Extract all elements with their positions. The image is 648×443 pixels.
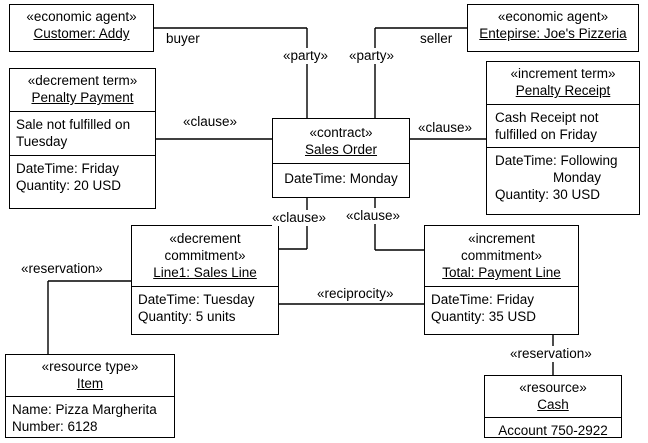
penalty-payment-desc-1: Sale not fulfilled on <box>16 117 131 132</box>
sales-line-attr-1: DateTime: Tuesday <box>138 292 255 307</box>
cash-stereotype: «resource» <box>519 380 587 395</box>
enterprise-name: Entepirse: Joe's Pizzeria <box>479 26 627 41</box>
cash-name: Cash <box>537 397 569 412</box>
clause-label-bottom-right: «clause» <box>346 208 401 224</box>
clause-label-bottom-left: «clause» <box>272 210 327 226</box>
penalty-receipt-attr-2: Monday <box>552 170 601 185</box>
penalty-payment-desc-2: Tuesday <box>16 134 68 149</box>
item-attr-2: Number: 6128 <box>12 419 98 434</box>
buyer-role-label: buyer <box>166 31 200 46</box>
item-attr-1: Name: Pizza Margherita <box>12 402 157 417</box>
payment-line-box: «increment commitment» Total: Payment Li… <box>424 225 579 335</box>
penalty-receipt-stereotype: «increment term» <box>510 66 616 81</box>
item-name: Item <box>76 376 104 391</box>
sales-line-box: «decrement commitment» Line1: Sales Line… <box>131 225 279 335</box>
contract-box: «contract» Sales Order DateTime: Monday <box>272 118 410 198</box>
clause-label-left: «clause» <box>183 114 238 129</box>
sales-line-attr-2: Quantity: 5 units <box>138 309 236 324</box>
contract-attr-1: DateTime: Monday <box>284 171 398 186</box>
clause-label-right: «clause» <box>418 120 473 135</box>
sales-line-stereotype-1: «decrement <box>169 231 241 246</box>
party-label-right: «party» <box>349 48 395 64</box>
penalty-payment-attr-1: DateTime: Friday <box>16 161 120 176</box>
sales-line-name: Line1: Sales Line <box>153 265 257 280</box>
customer-name: Customer: Addy <box>33 26 130 41</box>
reciprocity-label: «reciprocity» <box>317 286 394 301</box>
customer-agent-box: «economic agent» Customer: Addy <box>9 4 154 52</box>
item-stereotype: «resource type» <box>41 359 139 374</box>
customer-stereotype: «economic agent» <box>26 9 137 24</box>
enterprise-agent-box: «economic agent» Entepirse: Joe's Pizzer… <box>467 4 639 52</box>
payment-line-stereotype-1: «increment <box>468 231 535 246</box>
payment-line-attr-1: DateTime: Friday <box>431 292 535 307</box>
cash-attr-1: Account 750-2922 <box>498 423 608 438</box>
reservation-label-left: «reservation» <box>21 261 103 276</box>
penalty-receipt-desc-2: fulfilled on Friday <box>495 127 598 142</box>
contract-stereotype: «contract» <box>309 125 373 140</box>
penalty-receipt-attr-3: Quantity: 30 USD <box>495 187 601 202</box>
payment-line-stereotype-2: commitment» <box>460 248 543 263</box>
payment-line-name: Total: Payment Line <box>442 265 561 280</box>
seller-role-label: seller <box>420 31 453 46</box>
payment-line-attr-2: Quantity: 35 USD <box>431 309 537 324</box>
penalty-receipt-attr-1: DateTime: Following <box>495 153 618 168</box>
cash-resource-box: «resource» Cash Account 750-2922 <box>484 375 622 438</box>
penalty-receipt-name: Penalty Receipt <box>515 83 611 98</box>
enterprise-stereotype: «economic agent» <box>497 9 609 24</box>
penalty-payment-stereotype: «decrement term» <box>27 73 138 88</box>
penalty-receipt-desc-1: Cash Receipt not <box>495 110 599 125</box>
penalty-payment-name: Penalty Payment <box>31 90 134 105</box>
penalty-payment-attr-2: Quantity: 20 USD <box>16 178 122 193</box>
item-resource-type-box: «resource type» Item Name: Pizza Margher… <box>5 354 175 438</box>
penalty-receipt-box: «increment term» Penalty Receipt Cash Re… <box>486 61 640 215</box>
penalty-payment-box: «decrement term» Penalty Payment Sale no… <box>9 68 156 209</box>
contract-name: Sales Order <box>304 142 378 157</box>
reservation-label-right: «reservation» <box>510 346 592 362</box>
sales-line-stereotype-2: commitment» <box>164 248 246 263</box>
party-label-left: «party» <box>283 48 329 64</box>
